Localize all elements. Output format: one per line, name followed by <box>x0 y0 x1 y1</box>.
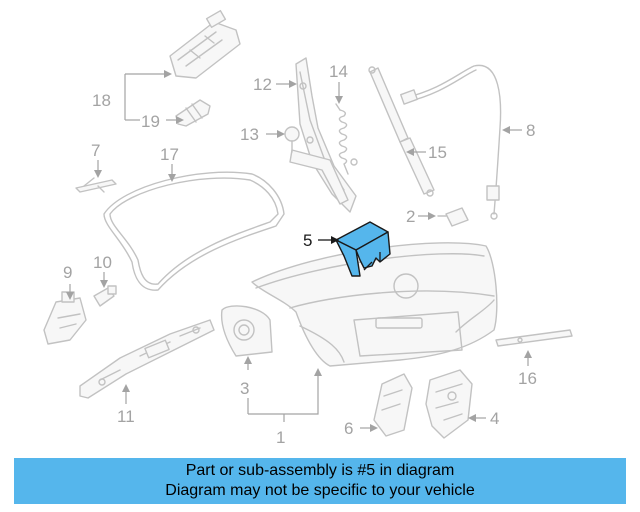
banner-line-1: Part or sub-assembly is #5 in diagram <box>185 462 455 479</box>
part-18-latch-switch <box>169 9 241 79</box>
callout-11: 11 <box>117 407 135 426</box>
callout-1: 1 <box>276 428 285 447</box>
part-2-clip <box>437 207 469 227</box>
callout-16: 16 <box>518 369 537 388</box>
part-13-stopper <box>284 126 300 153</box>
callout-8: 8 <box>526 121 535 140</box>
part-12-hinge <box>289 57 357 213</box>
part-9-lock <box>43 291 87 345</box>
callout-10: 10 <box>93 253 112 272</box>
callout-17: 17 <box>160 145 179 164</box>
callout-2: 2 <box>406 207 415 226</box>
part-3-lamp <box>220 305 273 357</box>
part-15-gas-strut <box>368 66 435 197</box>
callout-6: 6 <box>344 419 353 438</box>
part-7-emblem <box>75 177 117 193</box>
part-16-seal <box>495 329 573 347</box>
info-banner: Part or sub-assembly is #5 in diagram Di… <box>14 458 626 504</box>
part-10-bolt <box>93 285 117 307</box>
part-14-spring <box>335 103 358 175</box>
callout-4: 4 <box>490 409 499 428</box>
callout-13: 13 <box>240 125 259 144</box>
callout-19: 19 <box>141 112 160 131</box>
banner-line-2: Diagram may not be specific to your vehi… <box>165 482 475 499</box>
part-17-weatherstrip <box>103 171 285 291</box>
part-4-latch <box>425 369 473 439</box>
part-19-bulb <box>175 99 211 127</box>
part-8-release-cable <box>400 64 502 220</box>
callout-9: 9 <box>63 263 72 282</box>
callout-15: 15 <box>428 143 447 162</box>
callout-5: 5 <box>303 231 312 250</box>
callout-18: 18 <box>92 91 111 110</box>
part-11-garnish <box>79 319 215 399</box>
part-5-highlighted <box>335 221 391 277</box>
callout-14: 14 <box>329 62 348 81</box>
callout-3: 3 <box>240 379 249 398</box>
part-6-bracket <box>373 373 413 437</box>
part-1-trunk-lid <box>251 242 498 367</box>
callout-7: 7 <box>91 141 100 160</box>
callout-12: 12 <box>253 75 272 94</box>
